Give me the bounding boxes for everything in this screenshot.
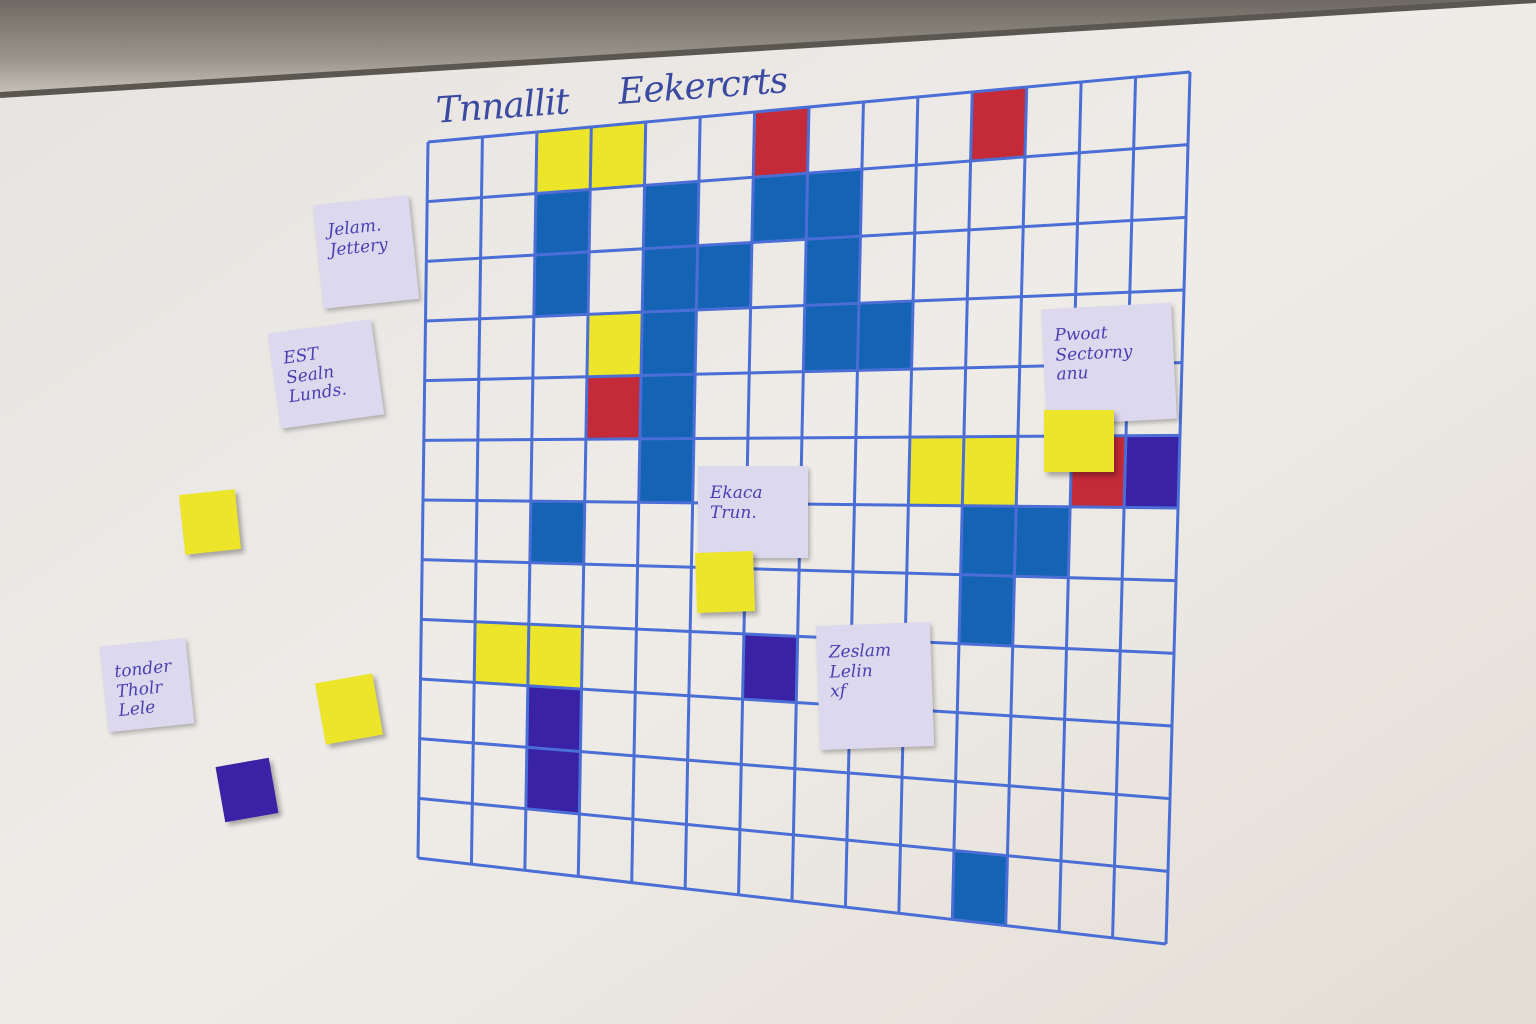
grid-cell-blue [638,373,697,440]
grid-cell-blue [805,168,863,241]
grid-cell-yellow [534,125,593,195]
grid-col-line [1004,86,1029,926]
grid-cell-yellow [961,435,1019,508]
loose-tile[interactable] [1044,410,1114,472]
grid-cell-blue [640,308,698,377]
grid-cell-blue [1013,505,1072,579]
sticky-note: tonder Tholr Lele [99,637,195,733]
grid-cell-purple [741,632,799,704]
grid-cell-blue [750,172,809,244]
grid-cell-blue [951,849,1009,927]
grid-cell-blue [695,241,753,311]
grid-cell-blue [802,302,860,373]
grid-col-line [523,131,539,871]
grid-cell-yellow [526,623,584,691]
grid-cell-blue [532,250,591,318]
grid-cell-blue [637,437,695,504]
sticky-note: Ekaca Trun. [698,466,808,558]
loose-tile[interactable] [179,489,241,555]
grid-cell-blue [533,188,592,257]
grid-cell-blue [641,244,699,314]
grid-cell-yellow [907,435,965,507]
grid-cell-red [969,85,1028,163]
grid-cell-blue [957,573,1016,648]
grid-cell-blue [642,180,700,250]
loose-tile[interactable] [215,757,279,823]
grid-col-line [1057,81,1083,932]
sticky-note: Pwoat Sectorny anu [1041,302,1177,426]
grid-col-line [1164,71,1192,945]
note-line: xf [829,681,847,702]
note-line: Lele [117,697,157,722]
grid-cell-red [584,374,643,441]
grid-col-line [897,96,920,914]
grid-col-line [469,136,484,865]
grid-col-line [576,126,593,877]
loose-tile[interactable] [694,551,756,613]
grid-col-line [1111,76,1138,938]
grid-col-line [843,101,865,908]
grid-cell-purple [524,746,582,816]
sticky-note: Jelam. Jettery [312,195,420,309]
note-line: Trun. [710,502,757,523]
grid-cell-yellow [585,311,644,378]
sticky-note: Zeslam Lelin xf [815,622,935,750]
note-line: Ekaca [710,483,763,503]
grid-cell-blue [856,300,915,372]
grid-cell-yellow [589,120,647,191]
sticky-note: EST Sealn Lunds. [267,319,385,429]
grid-cell-purple [1123,434,1182,510]
board-frame-edge [0,0,1536,98]
loose-tile[interactable] [315,673,383,745]
grid-cell-blue [959,504,1018,578]
grid-cell-blue [803,235,862,307]
grid-cell-blue [528,500,586,566]
grid-col-line [950,91,974,920]
grid-col-line [630,121,648,883]
grid-col-line [683,116,702,889]
grid-cell-yellow [473,620,530,687]
grid-col-line [416,141,430,859]
grid-cell-red [752,105,811,179]
grid-cell-purple [525,684,583,753]
note-line: anu [1055,363,1090,385]
